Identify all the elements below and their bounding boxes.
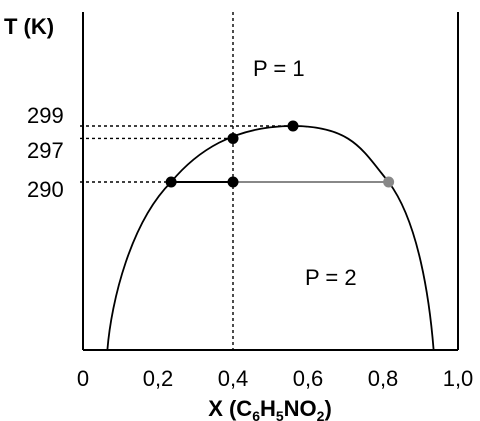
x-axis-title: X (C6H5NO2): [208, 396, 332, 421]
x-tick-label: 1,0: [443, 366, 474, 391]
x-tick-label: 0,8: [368, 366, 399, 391]
point-critical: [287, 120, 299, 132]
y-tick-label-299: 299: [27, 103, 64, 128]
x-tick-label: 0,6: [293, 366, 324, 391]
data-points: [165, 120, 395, 188]
x-tick-label: 0,2: [143, 366, 174, 391]
region-label-two-phase: P = 2: [305, 265, 357, 290]
point-right-290: [383, 176, 395, 188]
point-onset-297: [227, 132, 239, 144]
region-label-one-phase: P = 1: [253, 56, 305, 81]
y-tick-label-290: 290: [27, 177, 64, 202]
y-tick-label-297: 297: [27, 138, 64, 163]
coexistence-curve: [106, 125, 435, 351]
x-tick-label: 0,4: [218, 366, 249, 391]
y-axis-title: T (K): [4, 14, 54, 39]
x-tick-label: 0: [77, 366, 89, 391]
point-left-290: [165, 176, 177, 188]
x-tick-labels: 0 0,2 0,4 0,6 0,8 1,0: [77, 366, 473, 391]
point-mid-290: [227, 176, 239, 188]
